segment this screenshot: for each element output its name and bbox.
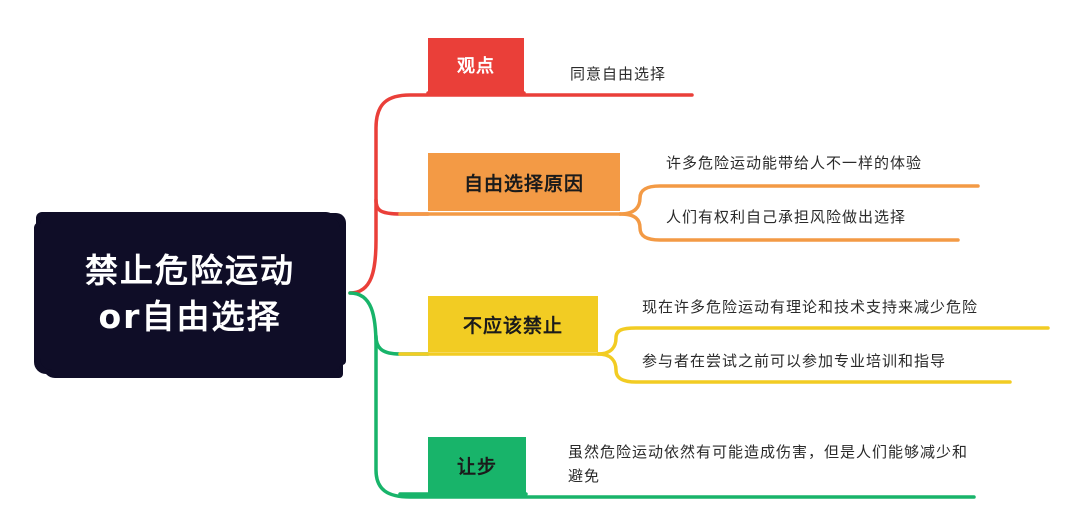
- connector-orange-child-2: [618, 212, 960, 242]
- connector-green-trunk: [348, 291, 976, 499]
- connector-orange-branch: [374, 198, 430, 216]
- connector-yellow-branch: [374, 334, 430, 356]
- connector-yellow-child-2: [596, 352, 1012, 384]
- leaf-should-not-ban-2[interactable]: 参与者在尝试之前可以参加专业培训和指导: [642, 352, 947, 370]
- leaf-viewpoint-1[interactable]: 同意自由选择: [570, 65, 667, 83]
- central-topic-line2: or自由选择: [98, 297, 282, 336]
- branch-should-not-ban[interactable]: 不应该禁止: [428, 296, 598, 352]
- connector-orange-child-1: [618, 184, 980, 216]
- branch-concession[interactable]: 让步: [428, 437, 526, 493]
- branch-should-not-ban-label: 不应该禁止: [462, 314, 563, 337]
- connector-red-trunk: [348, 93, 694, 295]
- leaf-concession-1[interactable]: 虽然危险运动依然有可能造成伤害，但是人们能够减少和避免: [568, 443, 969, 485]
- branch-reasons-label: 自由选择原因: [463, 172, 584, 195]
- leaf-reasons-1[interactable]: 许多危险运动能带给人不一样的体验: [666, 154, 923, 172]
- connector-yellow-child-1: [596, 326, 1050, 356]
- branch-concession-label: 让步: [456, 455, 497, 478]
- branch-reasons[interactable]: 自由选择原因: [428, 153, 620, 211]
- central-topic-line1: 禁止危险运动: [85, 251, 295, 290]
- branch-viewpoint-label: 观点: [457, 56, 495, 77]
- leaf-reasons-2[interactable]: 人们有权利自己承担风险做出选择: [666, 208, 907, 226]
- branch-viewpoint[interactable]: 观点: [428, 38, 524, 92]
- leaf-should-not-ban-1[interactable]: 现在许多危险运动有理论和技术支持来减少危险: [642, 298, 979, 316]
- central-topic[interactable]: 禁止危险运动 or自由选择: [40, 218, 340, 370]
